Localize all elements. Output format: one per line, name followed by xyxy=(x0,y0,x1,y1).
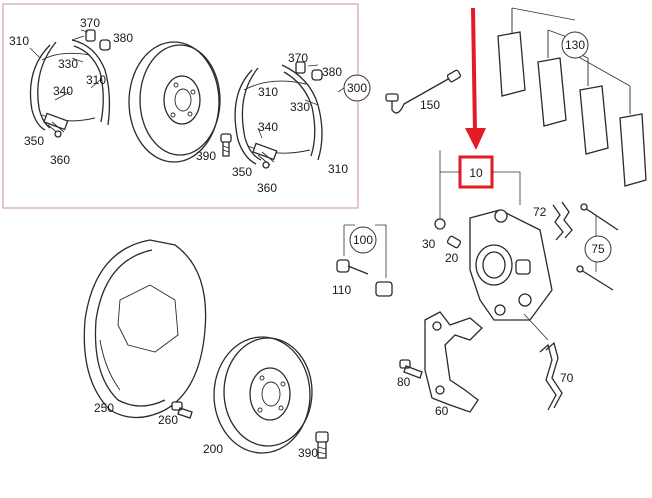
bleed-valve xyxy=(434,218,462,249)
label-310-d: 310 xyxy=(328,162,348,176)
label-10: 10 xyxy=(469,166,483,180)
label-350-a: 350 xyxy=(24,134,44,148)
guide-pin-set xyxy=(336,224,393,297)
brake-disc xyxy=(213,336,313,454)
callout-300: 300 xyxy=(343,74,371,102)
bolt-390-bottom xyxy=(315,431,329,459)
dust-shield xyxy=(83,239,207,419)
caliper-leader-lines xyxy=(439,150,521,220)
highlight-arrow xyxy=(465,7,486,150)
label-310-c: 310 xyxy=(258,85,278,99)
label-20: 20 xyxy=(445,251,459,265)
leader-lines xyxy=(29,29,345,139)
label-130: 130 xyxy=(565,38,585,52)
label-60: 60 xyxy=(435,404,449,418)
spring-clip-72 xyxy=(552,201,573,241)
caliper-carrier-bracket xyxy=(424,311,483,413)
anti-rattle-spring xyxy=(523,313,563,411)
bolt-390-top xyxy=(220,133,232,157)
parking-brake-group-frame xyxy=(2,3,359,209)
bolt-260 xyxy=(171,401,193,419)
label-80: 80 xyxy=(397,375,411,389)
label-360-a: 360 xyxy=(50,153,70,167)
label-380-b: 380 xyxy=(322,65,342,79)
label-100: 100 xyxy=(353,233,373,247)
label-310-a: 310 xyxy=(9,34,29,48)
label-380-a: 380 xyxy=(113,31,133,45)
bolt-80 xyxy=(399,359,423,379)
label-310-b: 310 xyxy=(86,73,106,87)
label-260: 260 xyxy=(158,413,178,427)
label-72: 72 xyxy=(533,205,547,219)
label-250: 250 xyxy=(94,401,114,415)
label-390-a: 390 xyxy=(196,149,216,163)
spring-370-380-left xyxy=(71,29,111,51)
label-150: 150 xyxy=(420,98,440,112)
right-brake-shoes xyxy=(234,61,323,169)
label-300: 300 xyxy=(347,81,367,95)
label-390-b: 390 xyxy=(298,446,318,460)
label-200: 200 xyxy=(203,442,223,456)
label-340-a: 340 xyxy=(53,84,73,98)
left-brake-shoes xyxy=(29,39,111,138)
label-330-a: 330 xyxy=(58,57,78,71)
label-70: 70 xyxy=(560,371,574,385)
label-30: 30 xyxy=(422,237,436,251)
label-360-b: 360 xyxy=(257,181,277,195)
wear-sensor xyxy=(385,69,462,114)
label-340-b: 340 xyxy=(258,120,278,134)
label-75: 75 xyxy=(591,242,605,256)
guide-pins-75 xyxy=(576,203,619,291)
callout-130: 130 xyxy=(561,31,589,59)
callout-100: 100 xyxy=(349,226,377,254)
label-350-b: 350 xyxy=(232,165,252,179)
label-330-b: 330 xyxy=(290,100,310,114)
label-370-b: 370 xyxy=(288,51,308,65)
label-110: 110 xyxy=(332,283,351,297)
parking-brake-disc xyxy=(128,41,221,163)
brake-caliper xyxy=(469,209,553,321)
callout-75: 75 xyxy=(584,235,612,263)
brake-pads xyxy=(497,7,647,187)
label-370-a: 370 xyxy=(80,16,100,30)
